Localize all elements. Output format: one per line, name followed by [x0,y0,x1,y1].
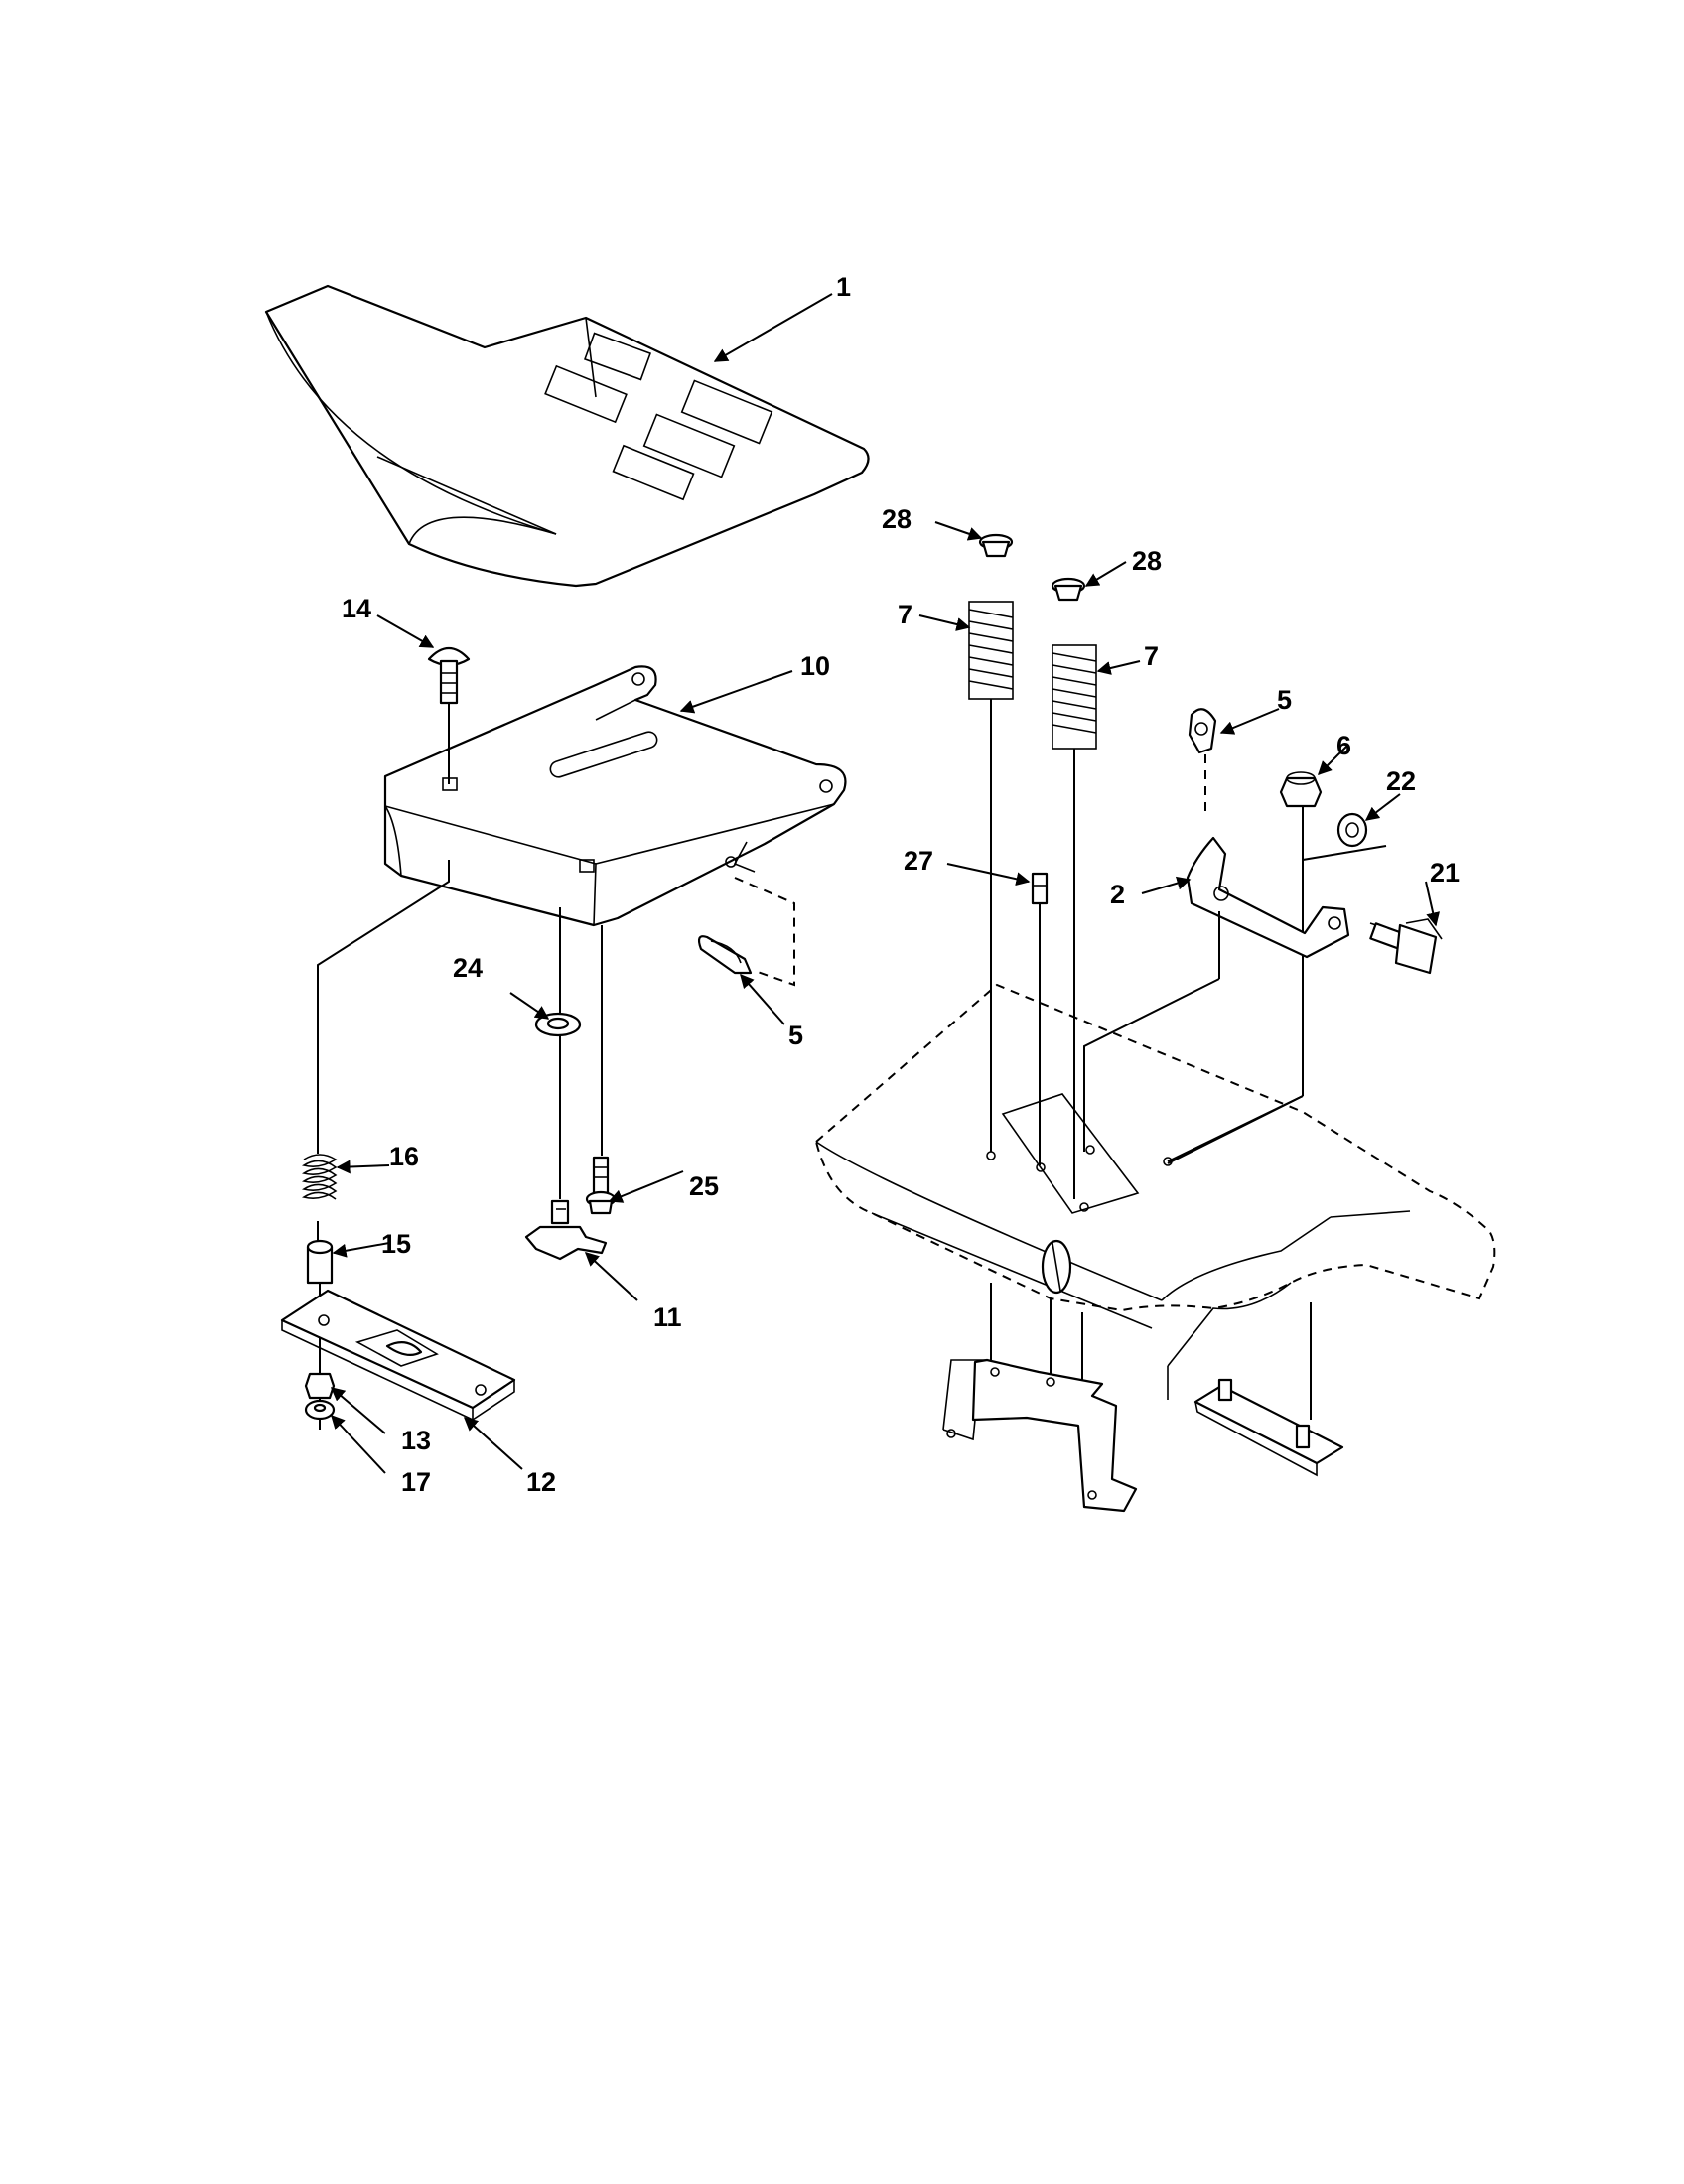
callout-25: 25 [689,1171,719,1201]
spring-7-left-part [968,601,1014,700]
callout-22: 22 [1386,766,1416,796]
callout-21: 21 [1430,858,1460,887]
spacer-15-part [306,1239,334,1285]
bolt-25-part [585,1156,617,1215]
screw-27-part [1031,872,1049,905]
callout-15: 15 [381,1229,411,1259]
seat-pan-part [383,665,847,927]
callout-28-right: 28 [1132,546,1162,576]
callout-27: 27 [904,846,933,876]
bolt-21-part [1369,918,1443,975]
callout-5-left: 5 [788,1021,803,1050]
callout-10: 10 [800,651,830,681]
callout-7-right: 7 [1144,641,1159,671]
knob-11-part [524,1199,608,1261]
nut-13-part [304,1372,336,1400]
nut-6-part [1279,771,1323,808]
callout-28-left: 28 [882,504,912,534]
hinge-plate-part [1193,1378,1344,1477]
spring-7-right-part [1052,644,1097,750]
callout-5-right: 5 [1277,685,1292,715]
cap-28-left-part [978,533,1014,558]
callout-17: 17 [401,1467,431,1497]
callout-12: 12 [526,1467,556,1497]
callout-6: 6 [1336,731,1351,760]
cap-28-right-part [1051,577,1086,602]
slide-plate-part [280,1289,516,1422]
callout-13: 13 [401,1426,431,1455]
seat-part [264,284,870,588]
callout-14: 14 [342,594,371,623]
carriage-bolt-part [427,646,471,784]
spring-16-part [301,1154,338,1200]
callout-1: 1 [836,272,851,302]
callout-16: 16 [389,1142,419,1171]
callout-7-left: 7 [898,600,912,629]
washer-17-part [304,1399,336,1421]
fender-reference [814,983,1496,1400]
clip-5-right-part [1188,708,1217,754]
nut-22-part [1336,812,1368,848]
washer-24-part [534,1012,582,1037]
bracket-2-part [1186,836,1350,959]
callout-2: 2 [1110,880,1125,909]
clip-5-left-part [697,935,753,975]
seat-support-bracket-part [942,1358,1138,1513]
callout-24: 24 [453,953,483,983]
callout-11: 11 [653,1302,682,1332]
